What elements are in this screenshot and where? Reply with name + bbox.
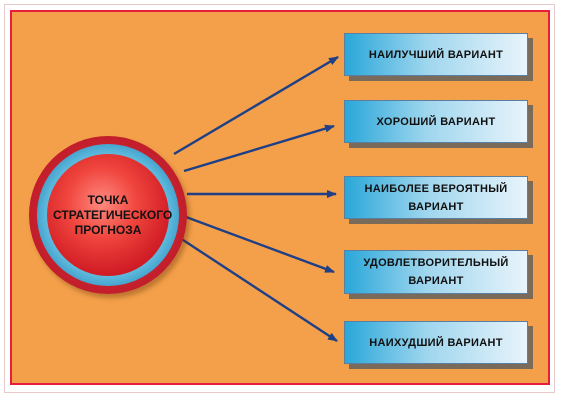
arrow-good	[183, 124, 335, 173]
arrow-best	[173, 55, 339, 156]
variant-label: НАИБОЛЕЕ ВЕРОЯТНЫЙ ВАРИАНТ	[364, 182, 508, 213]
variant-best-box: НАИЛУЧШИЙ ВАРИАНТ	[344, 33, 528, 76]
arrow-satisfactory	[185, 215, 335, 274]
variant-worst-box: НАИХУДШИЙ ВАРИАНТ	[344, 321, 528, 364]
variant-label: НАИХУДШИЙ ВАРИАНТ	[369, 336, 503, 349]
forecast-circle: ТОЧКА СТРАТЕГИЧЕСКОГО ПРОГНОЗА	[47, 154, 173, 276]
variant-good-box: ХОРОШИЙ ВАРИАНТ	[344, 100, 528, 143]
variant-satisfactory-box: УДОВЛЕТВОРИТЕЛЬНЫЙ ВАРИАНТ	[344, 250, 528, 294]
variant-label: УДОВЛЕТВОРИТЕЛЬНЫЙ ВАРИАНТ	[363, 257, 509, 287]
variant-likely-box: НАИБОЛЕЕ ВЕРОЯТНЫЙ ВАРИАНТ	[344, 176, 528, 219]
variant-label: НАИЛУЧШИЙ ВАРИАНТ	[368, 48, 504, 61]
variant-label: ХОРОШИЙ ВАРИАНТ	[376, 115, 496, 128]
arrow-worst	[179, 236, 338, 343]
forecast-point-label: ТОЧКА СТРАТЕГИЧЕСКОГО ПРОГНОЗА	[53, 192, 173, 237]
